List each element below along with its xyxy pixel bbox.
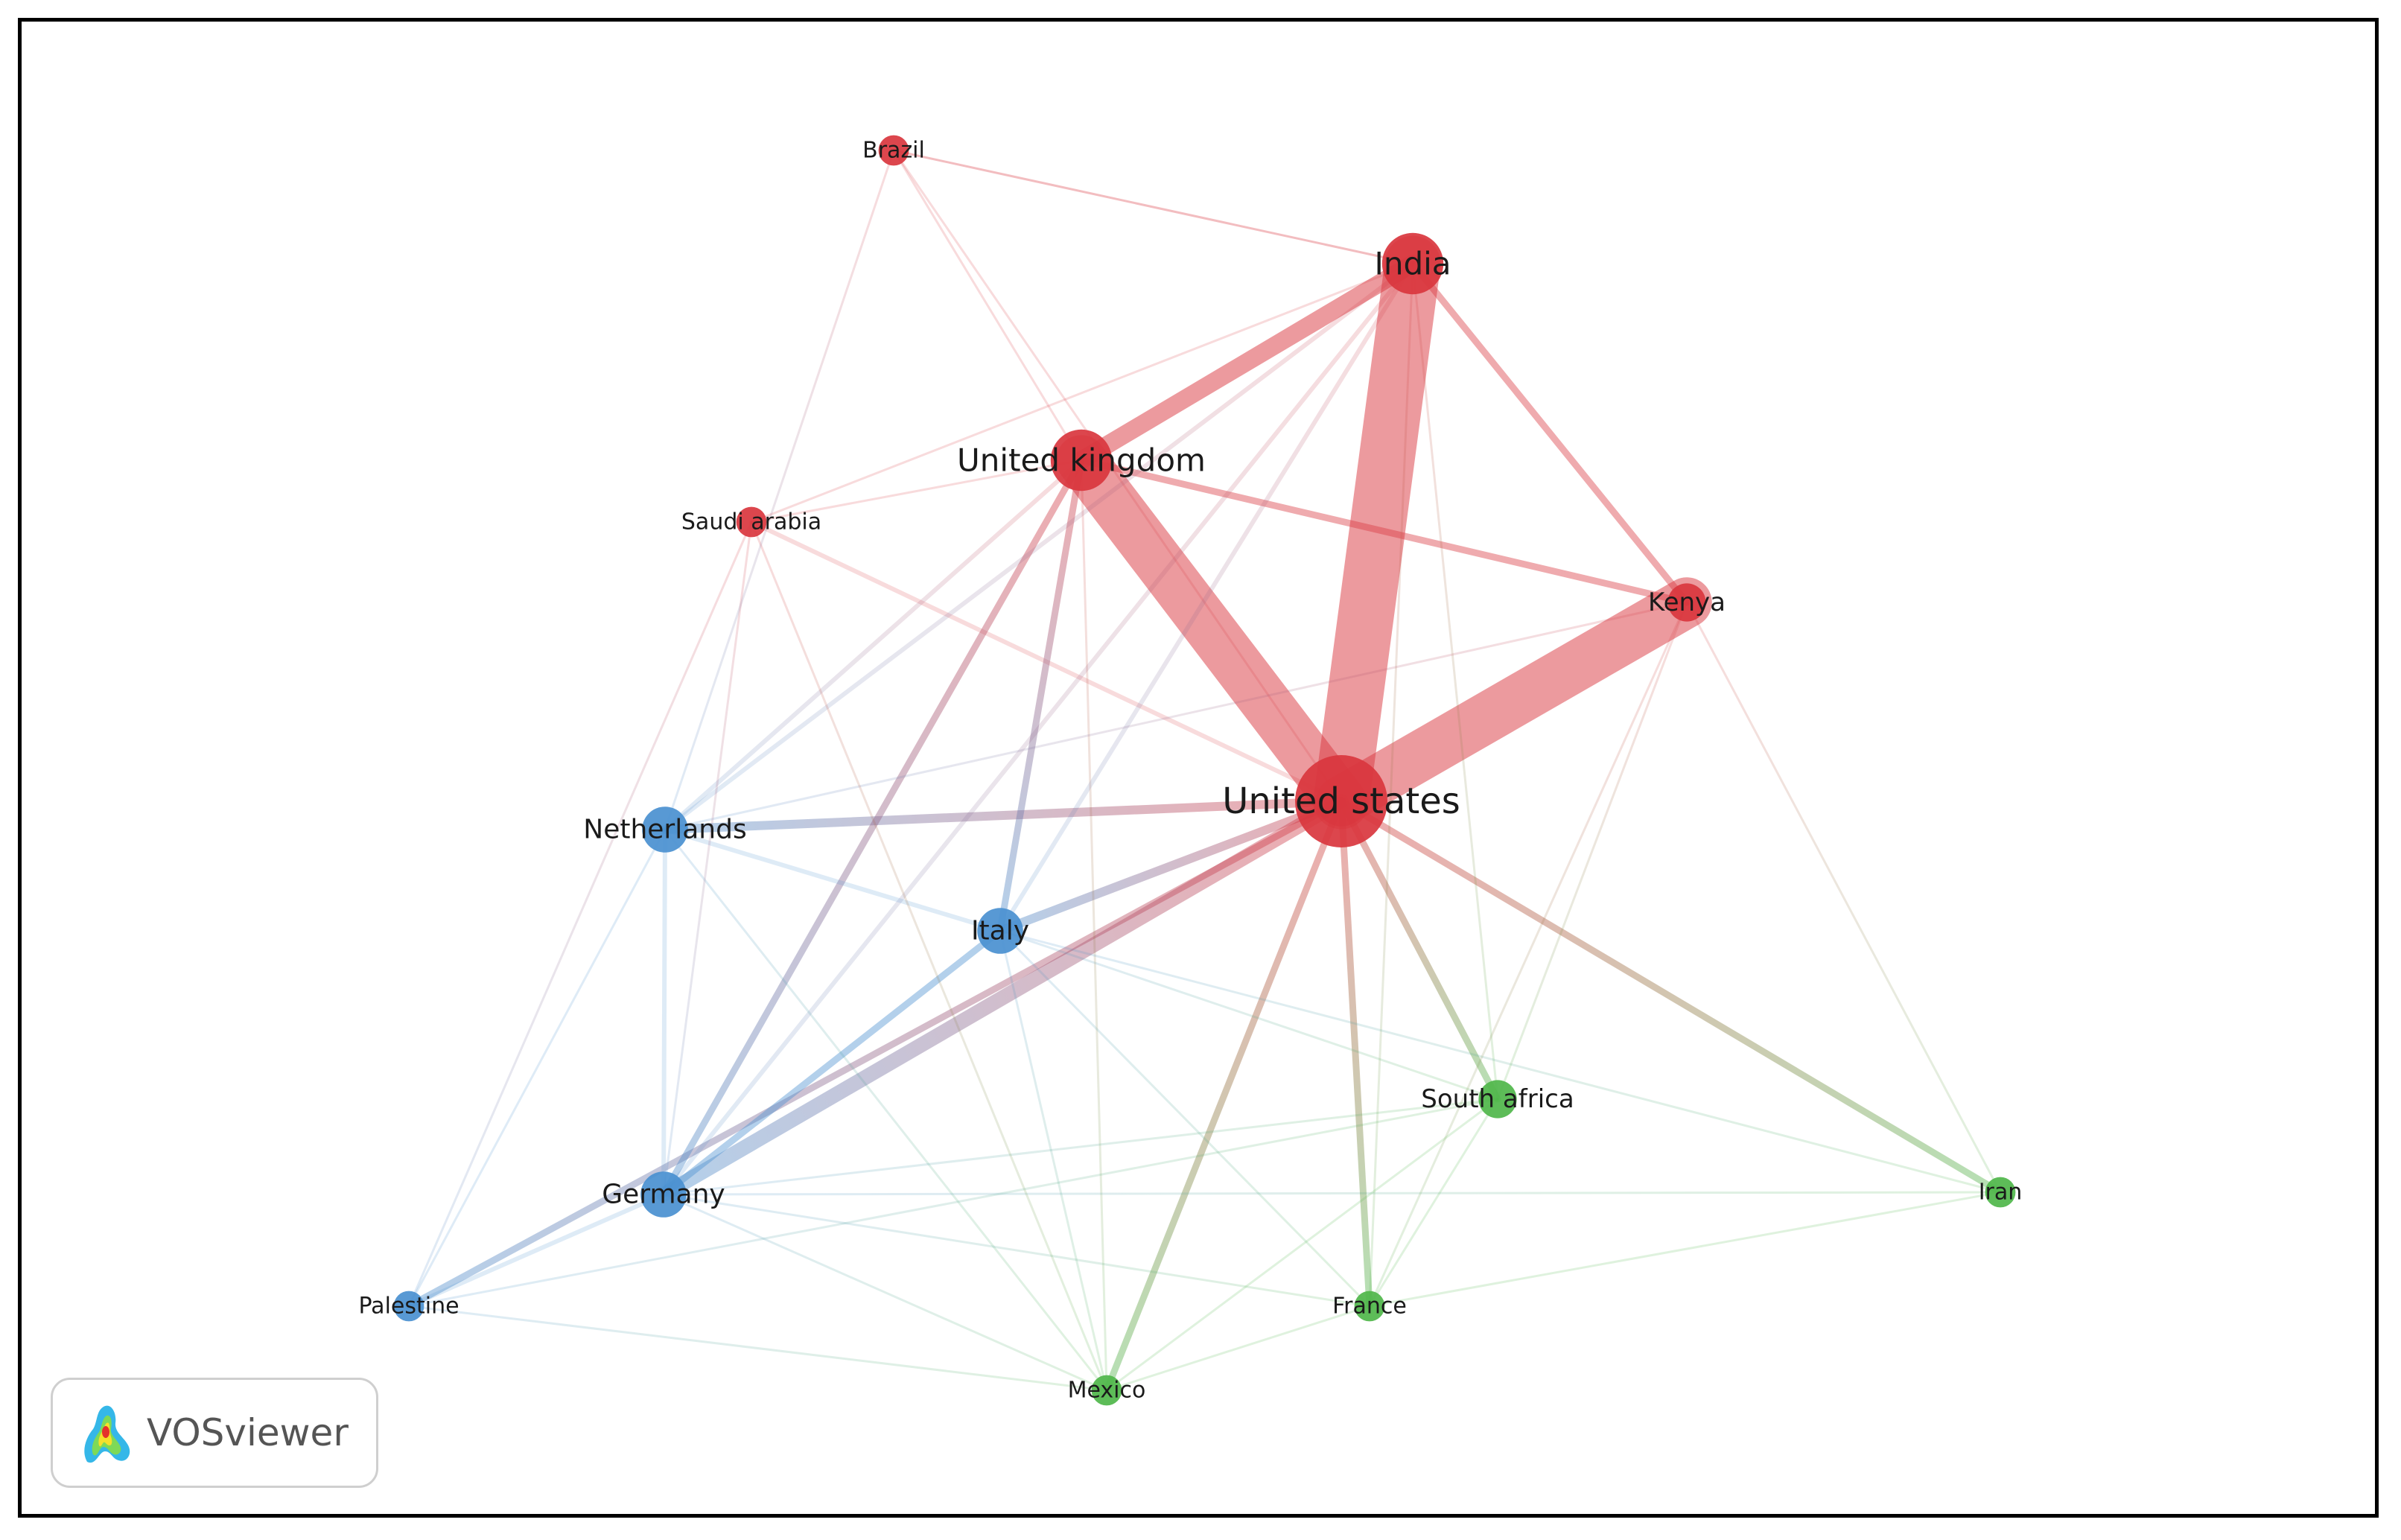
link-uk-sa xyxy=(750,459,1083,524)
node-label-us: United states xyxy=(1222,780,1460,822)
link-uk-mx xyxy=(1080,459,1108,1392)
link-de-ir xyxy=(662,1191,2002,1196)
link-sa-de xyxy=(662,521,753,1196)
node-label-sa: Saudi arabia xyxy=(681,509,821,535)
node-uk[interactable] xyxy=(1050,429,1113,491)
node-ps[interactable] xyxy=(393,1291,424,1322)
link-in-de xyxy=(661,261,1415,1197)
link-in-nl xyxy=(663,261,1415,832)
node-label-ke: Kenya xyxy=(1648,588,1726,617)
link-ke-fr xyxy=(1368,601,1688,1308)
node-label-in: India xyxy=(1374,246,1451,282)
node-br[interactable] xyxy=(878,135,909,166)
link-uk-br xyxy=(892,149,1083,462)
link-nl-mx xyxy=(664,828,1108,1392)
links-layer xyxy=(405,149,2004,1394)
link-in-it xyxy=(998,261,1415,933)
link-us-fr xyxy=(1338,798,1373,1310)
link-de-mx xyxy=(662,1193,1108,1392)
link-sa-ps xyxy=(407,521,753,1308)
link-us-ke xyxy=(1316,577,1712,827)
link-us-nl xyxy=(661,797,1346,834)
link-uk-nl xyxy=(663,458,1084,832)
link-in-uk xyxy=(1072,255,1422,469)
link-it-fr xyxy=(999,929,1371,1308)
link-fr-ir xyxy=(1368,1191,2002,1308)
node-us[interactable] xyxy=(1295,755,1387,847)
link-nl-ps xyxy=(407,828,667,1308)
link-in-ke xyxy=(1409,260,1691,606)
node-ir[interactable] xyxy=(1985,1177,2016,1208)
link-in-sa xyxy=(750,262,1414,524)
nodes-layer xyxy=(393,135,2016,1406)
node-label-de: Germany xyxy=(602,1180,725,1210)
node-label-fr: France xyxy=(1332,1294,1407,1320)
link-br-in xyxy=(892,149,1414,265)
link-in-fr xyxy=(1368,262,1414,1308)
link-us-br xyxy=(892,149,1343,803)
link-ps-mx xyxy=(407,1305,1108,1392)
link-za-fr xyxy=(1368,1098,1499,1308)
node-label-ps: Palestine xyxy=(358,1294,459,1320)
link-us-ps xyxy=(405,798,1345,1310)
node-label-it: Italy xyxy=(971,916,1029,946)
node-in[interactable] xyxy=(1381,232,1444,295)
link-us-it xyxy=(996,797,1346,935)
link-us-mx xyxy=(1103,798,1345,1394)
vosviewer-logo-icon xyxy=(84,1405,130,1463)
node-label-mx: Mexico xyxy=(1068,1378,1146,1404)
link-us-uk xyxy=(1056,435,1367,827)
link-us-za xyxy=(1338,798,1501,1103)
link-za-ke xyxy=(1496,601,1688,1101)
link-ke-ir xyxy=(1685,601,2002,1194)
node-label-ir: Iran xyxy=(1979,1180,2023,1206)
node-label-za: South africa xyxy=(1421,1084,1574,1114)
node-mx[interactable] xyxy=(1091,1375,1122,1406)
link-de-fr xyxy=(662,1193,1371,1308)
node-fr[interactable] xyxy=(1354,1291,1385,1322)
link-sa-mx xyxy=(750,521,1108,1392)
node-nl[interactable] xyxy=(642,806,688,853)
link-uk-ke xyxy=(1078,456,1691,606)
link-za-mx xyxy=(1105,1098,1499,1392)
node-sa[interactable] xyxy=(736,506,767,538)
node-ke[interactable] xyxy=(1667,583,1706,622)
vosviewer-badge: VOSviewer xyxy=(51,1378,378,1488)
node-label-nl: Netherlands xyxy=(583,815,746,845)
link-in-za xyxy=(1411,262,1499,1101)
link-de-za xyxy=(662,1098,1499,1196)
link-it-nl xyxy=(663,827,1002,933)
node-de[interactable] xyxy=(640,1171,687,1218)
node-label-uk: United kingdom xyxy=(957,442,1206,479)
link-br-nl xyxy=(664,149,895,831)
link-it-za xyxy=(999,929,1499,1101)
link-de-ps xyxy=(407,1192,666,1308)
node-za[interactable] xyxy=(1478,1080,1517,1119)
link-nl-ke xyxy=(664,601,1688,831)
link-us-ir xyxy=(1338,798,2004,1196)
vosviewer-wordmark: VOSviewer xyxy=(147,1411,349,1454)
link-us-de xyxy=(656,794,1349,1202)
link-it-de xyxy=(660,927,1004,1198)
link-ps-za xyxy=(407,1098,1499,1308)
link-fr-mx xyxy=(1105,1305,1371,1392)
node-it[interactable] xyxy=(977,908,1023,954)
link-uk-de xyxy=(660,456,1085,1198)
node-label-br: Brazil xyxy=(862,138,925,164)
link-nl-de xyxy=(661,827,667,1197)
link-it-mx xyxy=(999,929,1108,1392)
link-uk-it xyxy=(996,456,1085,935)
link-it-ir xyxy=(999,929,2002,1194)
